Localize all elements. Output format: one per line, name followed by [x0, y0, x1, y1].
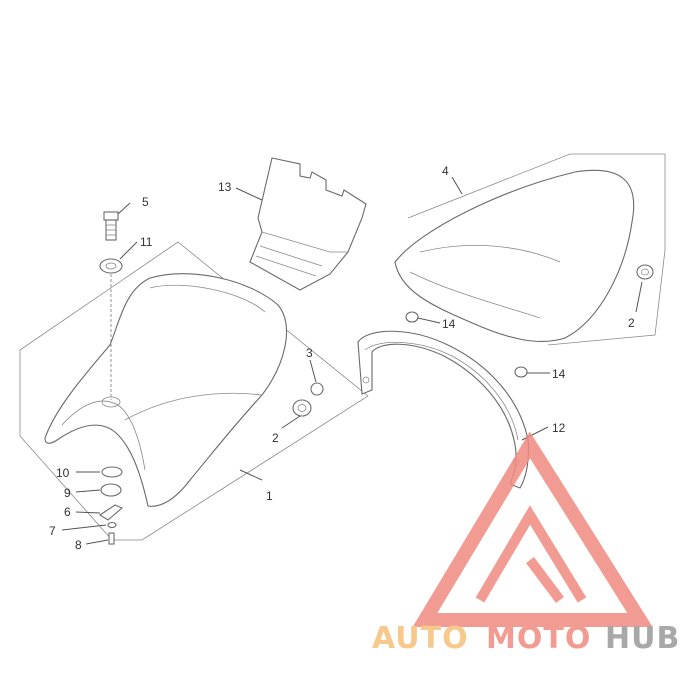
callout-9: 9: [64, 486, 71, 500]
callout-7: 7: [49, 524, 56, 538]
callout-5: 5: [142, 195, 149, 209]
hardware-parts: [98, 211, 654, 545]
spacer-part-14-b: [514, 366, 528, 378]
nut-part-9: [100, 483, 122, 497]
callout-labels: 1 2 2 3 4 5 6 7 8 9 10 11 12 13 14 14: [49, 164, 635, 552]
callout-12: 12: [552, 421, 566, 435]
watermark-text-hub: HUB: [605, 621, 680, 656]
spacer-part-14-a: [405, 311, 419, 323]
callout-4: 4: [442, 164, 449, 178]
callout-6: 6: [64, 505, 71, 519]
callout-14-b: 14: [552, 367, 566, 381]
grab-rail: [357, 330, 530, 489]
callout-8: 8: [75, 538, 82, 552]
callout-3: 3: [306, 346, 313, 360]
callout-11: 11: [140, 235, 153, 249]
rear-seat-region-outline: [407, 153, 666, 346]
bolt-part-5: [103, 211, 119, 241]
watermark-text-auto: AUTO: [372, 621, 469, 656]
watermark-logo: AUTO MOTO HUB: [372, 431, 680, 656]
watermark-text-moto: MOTO: [486, 621, 591, 656]
callout-2-front: 2: [272, 431, 279, 445]
watermark-triangle-icon: [412, 431, 653, 627]
washer-part-10: [101, 466, 123, 478]
seat-bracket-plate: [249, 157, 367, 291]
screw-part-8: [108, 532, 115, 545]
callout-14-a: 14: [442, 317, 456, 331]
rear-seat: [394, 169, 635, 343]
latch-part-6: [98, 504, 124, 521]
callout-13: 13: [218, 180, 232, 194]
callout-10: 10: [56, 466, 70, 480]
rubber-pad-part-2-front: [292, 399, 312, 417]
rubber-pad-part-2-rear: [636, 264, 654, 280]
front-seat-region-outline: [19, 241, 369, 541]
callout-2-rear: 2: [628, 316, 635, 330]
washer-part-11: [99, 258, 123, 274]
rubber-pad-part-3: [310, 382, 324, 396]
callout-1: 1: [266, 489, 273, 503]
washer-part-7: [107, 521, 117, 529]
